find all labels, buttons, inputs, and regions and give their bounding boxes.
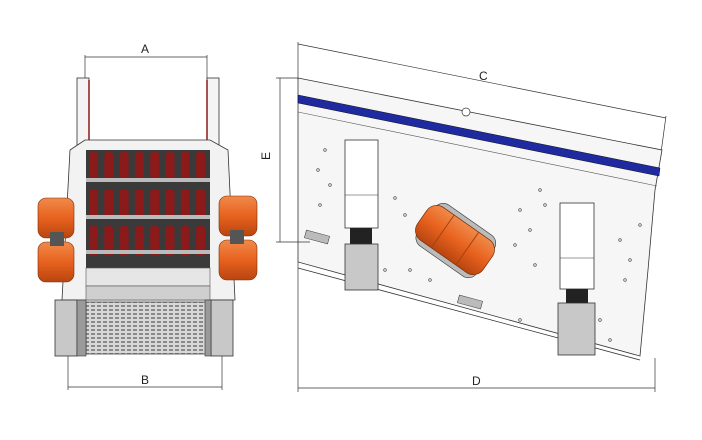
roller <box>134 152 144 182</box>
dimension-a-label: A <box>141 42 149 56</box>
top-rail <box>297 94 661 177</box>
roller <box>134 189 144 219</box>
roller <box>180 189 190 219</box>
roller <box>180 226 190 256</box>
roller <box>119 189 129 219</box>
roller <box>150 152 160 182</box>
bolt-hole <box>318 203 322 207</box>
left-vibration-motor <box>37 197 75 283</box>
bolt-hole <box>538 188 542 192</box>
screen-mesh <box>85 301 209 355</box>
roller <box>150 189 160 219</box>
bolt-hole <box>408 268 412 272</box>
support-right <box>557 302 596 356</box>
left-foot <box>54 299 78 357</box>
bolt-hole <box>513 243 517 247</box>
dimension-e <box>276 77 310 243</box>
dimension-d-label: D <box>472 374 481 388</box>
roller <box>89 189 98 219</box>
roller <box>196 226 206 256</box>
roller <box>89 152 98 182</box>
dimension-d <box>297 262 656 392</box>
roller <box>119 226 129 256</box>
dimension-c-label: C <box>479 69 488 83</box>
dimension-e-label: E <box>259 152 273 160</box>
bolt-holes <box>316 148 642 342</box>
roller <box>165 226 175 256</box>
spring-mount-right <box>559 202 595 290</box>
roller <box>119 152 129 182</box>
roller <box>104 189 114 219</box>
bolt-hole <box>533 263 537 267</box>
support-left <box>344 243 379 291</box>
roller <box>150 226 160 256</box>
roller <box>134 226 144 256</box>
side-view: C E <box>259 42 667 392</box>
bolt-hole <box>316 168 320 172</box>
bolt-hole <box>393 196 397 200</box>
roller <box>196 152 206 182</box>
bolt-hole <box>638 223 642 227</box>
roller-deck <box>86 150 210 268</box>
roller <box>196 189 206 219</box>
roller <box>104 152 114 182</box>
bolt-hole <box>428 278 432 282</box>
bolt-hole <box>623 278 627 282</box>
bolt-hole <box>528 228 532 232</box>
bolt-hole <box>598 318 602 322</box>
bolt-hole <box>543 203 547 207</box>
roller <box>165 189 175 219</box>
roller <box>165 152 175 182</box>
dimension-b-label: B <box>141 373 149 387</box>
right-vibration-motor <box>218 195 258 281</box>
bolt-hole <box>403 213 407 217</box>
bolt-hole <box>608 338 612 342</box>
roller <box>180 152 190 182</box>
bolt-hole <box>628 258 632 262</box>
bolt-hole <box>383 268 387 272</box>
front-view: A <box>37 42 258 390</box>
side-vibration-motor <box>415 203 497 279</box>
roller <box>104 226 114 256</box>
bolt-hole <box>328 183 332 187</box>
dimension-a <box>84 55 208 150</box>
spring-mount-left <box>344 139 379 229</box>
bolt-hole <box>618 238 622 242</box>
bolt-hole <box>518 318 522 322</box>
roller <box>89 226 98 256</box>
bolt-hole <box>323 148 327 152</box>
right-foot <box>210 299 234 357</box>
dimension-b <box>67 356 223 390</box>
bolt-hole <box>518 208 522 212</box>
